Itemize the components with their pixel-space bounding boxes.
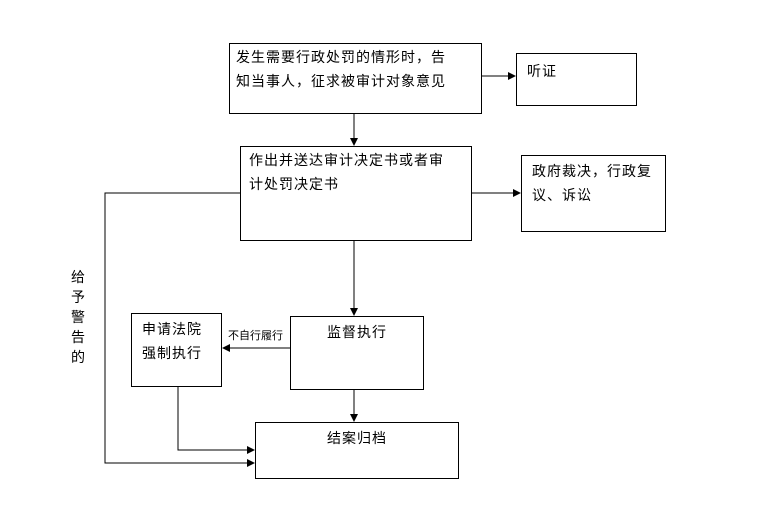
node-hearing-label: 听证 [527, 64, 557, 80]
node-court-enforcement: 申请法院 强制执行 [131, 313, 222, 387]
node-close-archive-label: 结案归档 [327, 431, 387, 447]
edge-label-warning: 给予警告的 [71, 270, 85, 366]
node-hearing: 听证 [516, 53, 637, 106]
node-supervise-execution-label: 监督执行 [327, 325, 387, 341]
node-review-litigation-line-1: 政府裁决，行政复 [532, 164, 652, 180]
node-court-enforcement-line-2: 强制执行 [142, 346, 202, 362]
node-issue-decision-line-2: 计处罚决定书 [249, 177, 339, 193]
node-review-litigation-line-2: 议、诉讼 [532, 188, 592, 204]
node-issue-decision: 作出并送达审计决定书或者审 计处罚决定书 [240, 146, 472, 241]
node-supervise-execution: 监督执行 [290, 316, 424, 390]
node-notify-party-line-1: 发生需要行政处罚的情形时，告 [236, 50, 446, 66]
node-notify-party: 发生需要行政处罚的情形时，告 知当事人，征求被审计对象意见 [229, 43, 482, 114]
arrow-enforce-to-close [177, 387, 255, 454]
node-court-enforcement-line-1: 申请法院 [142, 322, 202, 338]
node-close-archive: 结案归档 [255, 422, 459, 479]
node-notify-party-line-2: 知当事人，征求被审计对象意见 [236, 74, 446, 90]
node-issue-decision-line-1: 作出并送达审计决定书或者审 [249, 153, 444, 169]
edge-label-not-self-perform: 不自行履行 [228, 329, 283, 342]
arrow-decision-warning-to-close [104, 192, 255, 467]
node-review-litigation: 政府裁决，行政复 议、诉讼 [521, 155, 666, 232]
